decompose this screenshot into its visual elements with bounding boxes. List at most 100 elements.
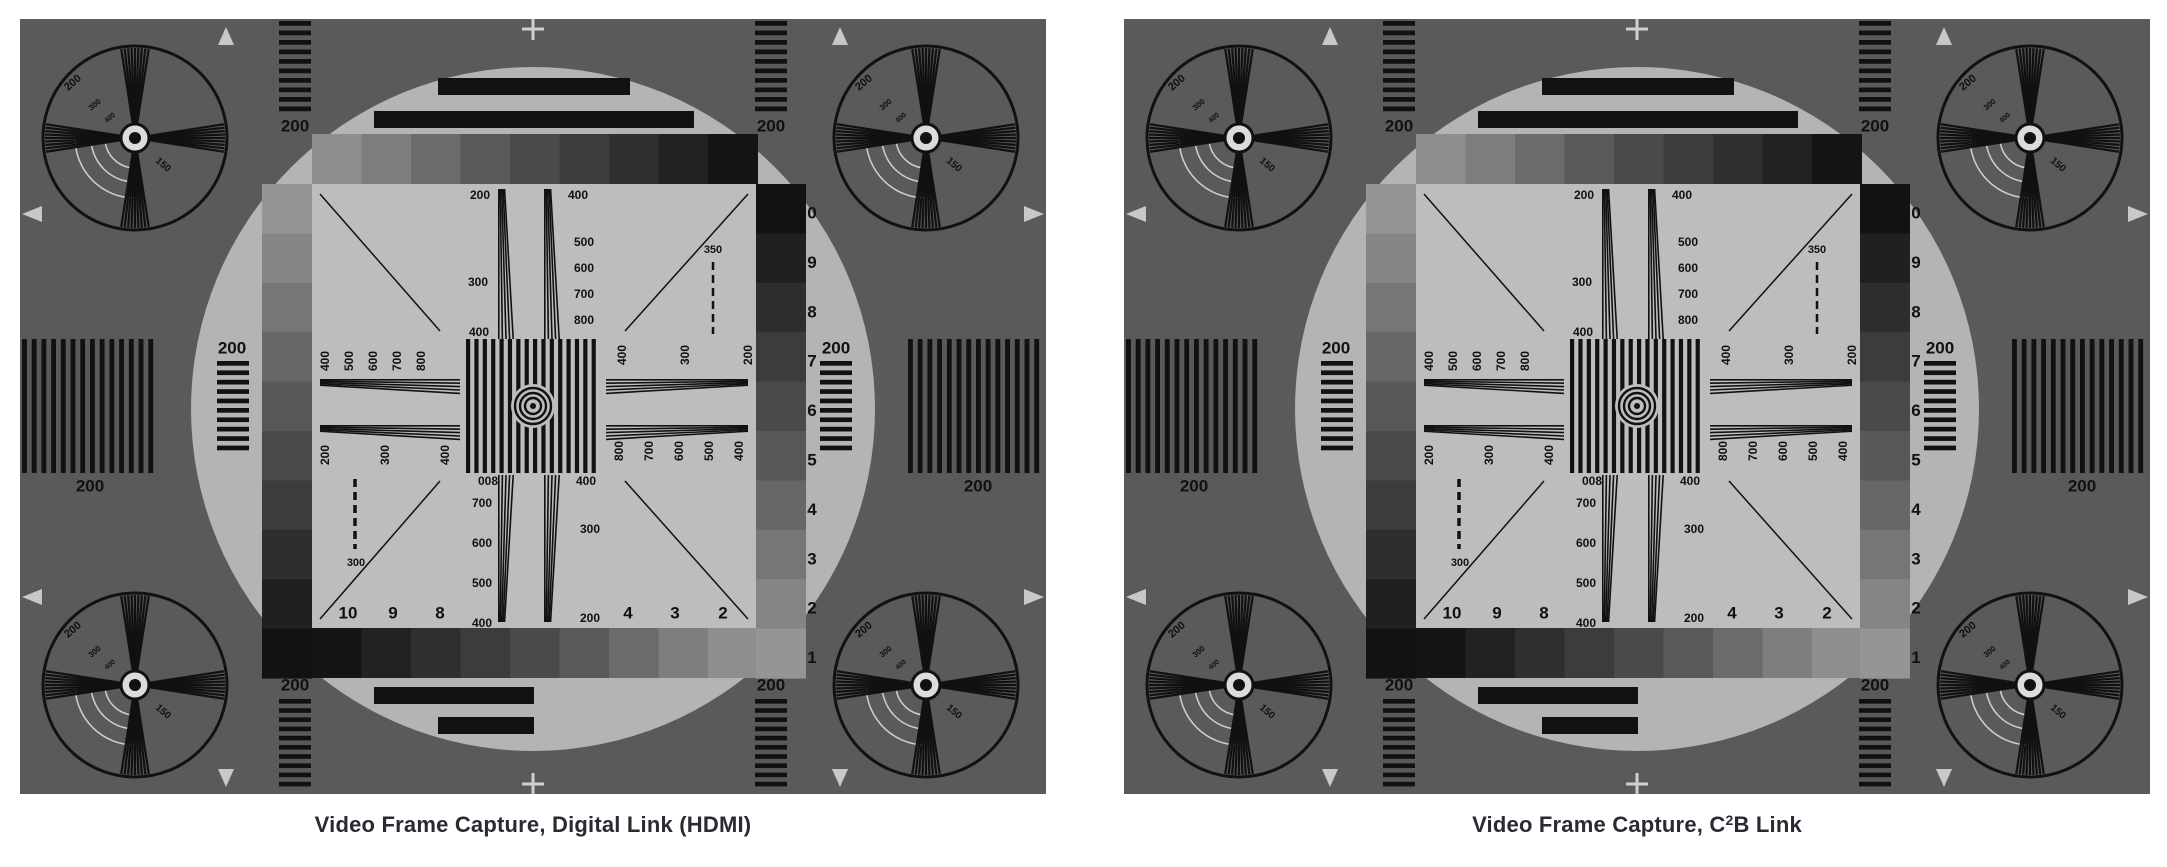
h-wedge-line — [1424, 426, 1564, 430]
resolution-label: 200 — [757, 675, 785, 694]
dial-ring — [1145, 591, 1333, 779]
gray-step — [559, 134, 610, 184]
side-stripe-patch — [148, 339, 154, 473]
side-hstripes — [820, 398, 852, 404]
dial-ring — [41, 44, 229, 232]
v-wedge-line — [546, 475, 553, 622]
gray-step — [411, 628, 461, 678]
wedge-label: 500 — [472, 576, 492, 590]
side-stripe-patch — [1252, 339, 1258, 473]
wedge-label: 400 — [472, 616, 492, 630]
wedge-label: 700 — [642, 441, 656, 461]
stripe-column — [755, 78, 787, 83]
gray-step — [1860, 381, 1910, 432]
wedge-label: 400 — [318, 351, 332, 371]
gray-step — [312, 134, 362, 184]
v-wedge-line — [1603, 189, 1608, 339]
scale-number: 9 — [388, 603, 397, 622]
h-wedge-line — [1710, 430, 1852, 441]
caption-superscript: 2 — [1725, 812, 1734, 828]
gray-step — [756, 233, 806, 284]
wedge-label: 500 — [342, 351, 356, 371]
stripe-column — [1383, 726, 1415, 732]
stripe-column — [1383, 772, 1415, 778]
wedge-label: 400 — [615, 345, 629, 365]
stripe-column — [279, 754, 311, 759]
stripe-column — [279, 726, 311, 732]
dial-arc — [1178, 137, 1240, 199]
stripe-column — [755, 763, 787, 768]
wedge-label: 800 — [414, 351, 428, 371]
side-stripe-patch — [60, 339, 66, 473]
wedge-label: 600 — [1470, 351, 1484, 371]
scale-number: 8 — [1911, 302, 1920, 321]
scale-number: 1 — [807, 648, 816, 667]
h-wedge-line — [320, 381, 460, 388]
v-wedge-line — [503, 475, 514, 622]
wedge-label: 200 — [318, 445, 332, 465]
h-wedge-line — [606, 430, 748, 441]
resolution-label: 200 — [2068, 476, 2096, 495]
gray-step — [262, 332, 312, 383]
gray-step — [1663, 628, 1714, 678]
resolution-label: 200 — [964, 476, 992, 495]
side-stripe-patch — [1126, 339, 1131, 473]
gray-step — [1366, 529, 1416, 580]
diagonal-line — [1423, 480, 1545, 620]
wedge-label: 300 — [378, 445, 392, 465]
wedge-label: 300 — [1572, 275, 1592, 289]
stripe-column — [755, 699, 787, 704]
v-wedge-line — [1649, 189, 1654, 339]
gray-step — [609, 628, 659, 678]
right-arrow-icon — [1024, 589, 1044, 605]
center-target-ring — [1622, 391, 1652, 421]
h-wedge-line — [606, 425, 748, 427]
diagonal-line — [319, 480, 441, 620]
center-stripes — [583, 339, 588, 473]
center-target-dot — [530, 403, 536, 409]
center-stripes — [466, 339, 471, 473]
v-wedge-line — [546, 189, 553, 339]
gray-step — [1366, 431, 1416, 481]
h-wedge-line — [606, 429, 748, 437]
gray-step — [411, 134, 461, 184]
black-bar — [438, 78, 630, 95]
left-arrow-icon — [22, 589, 42, 605]
stripe-column — [1859, 754, 1891, 759]
wedge-label: 200 — [470, 188, 490, 202]
diagonal-line — [1423, 193, 1545, 332]
side-hstripes — [1924, 379, 1956, 385]
side-stripe-patch — [995, 339, 1001, 473]
stripe-column — [1859, 49, 1891, 55]
side-stripe-patch — [1164, 339, 1170, 473]
side-stripe-patch — [2070, 339, 2076, 473]
down-arrow-icon — [218, 769, 234, 787]
stripe-column — [755, 49, 787, 55]
stripe-column — [755, 708, 787, 713]
dial-arc — [90, 137, 136, 183]
side-stripe-patch — [2012, 339, 2017, 473]
stripe-column — [755, 745, 787, 750]
stripe-column — [1859, 726, 1891, 732]
side-hstripes — [217, 389, 249, 394]
gray-step — [756, 381, 806, 432]
center-stripes — [482, 339, 487, 473]
stripe-column — [279, 763, 311, 768]
center-stripes — [491, 339, 496, 473]
test-pattern-image: 2003004001502003004001502003004001502003… — [1124, 19, 2150, 794]
center-stripes — [507, 339, 513, 473]
caption-text: Video Frame Capture, C — [1472, 812, 1726, 837]
gray-step — [1366, 184, 1416, 234]
wedge-label: 600 — [1576, 536, 1596, 550]
stripe-column — [279, 30, 311, 36]
up-arrow-icon — [1322, 27, 1338, 45]
stripe-column — [279, 68, 311, 74]
center-target-ring — [518, 391, 548, 421]
dial-ring — [832, 591, 1020, 779]
center-stripes — [1670, 339, 1675, 473]
stripe-column — [755, 781, 787, 787]
stripe-column — [279, 59, 311, 64]
wedge-label: 700 — [1678, 287, 1698, 301]
